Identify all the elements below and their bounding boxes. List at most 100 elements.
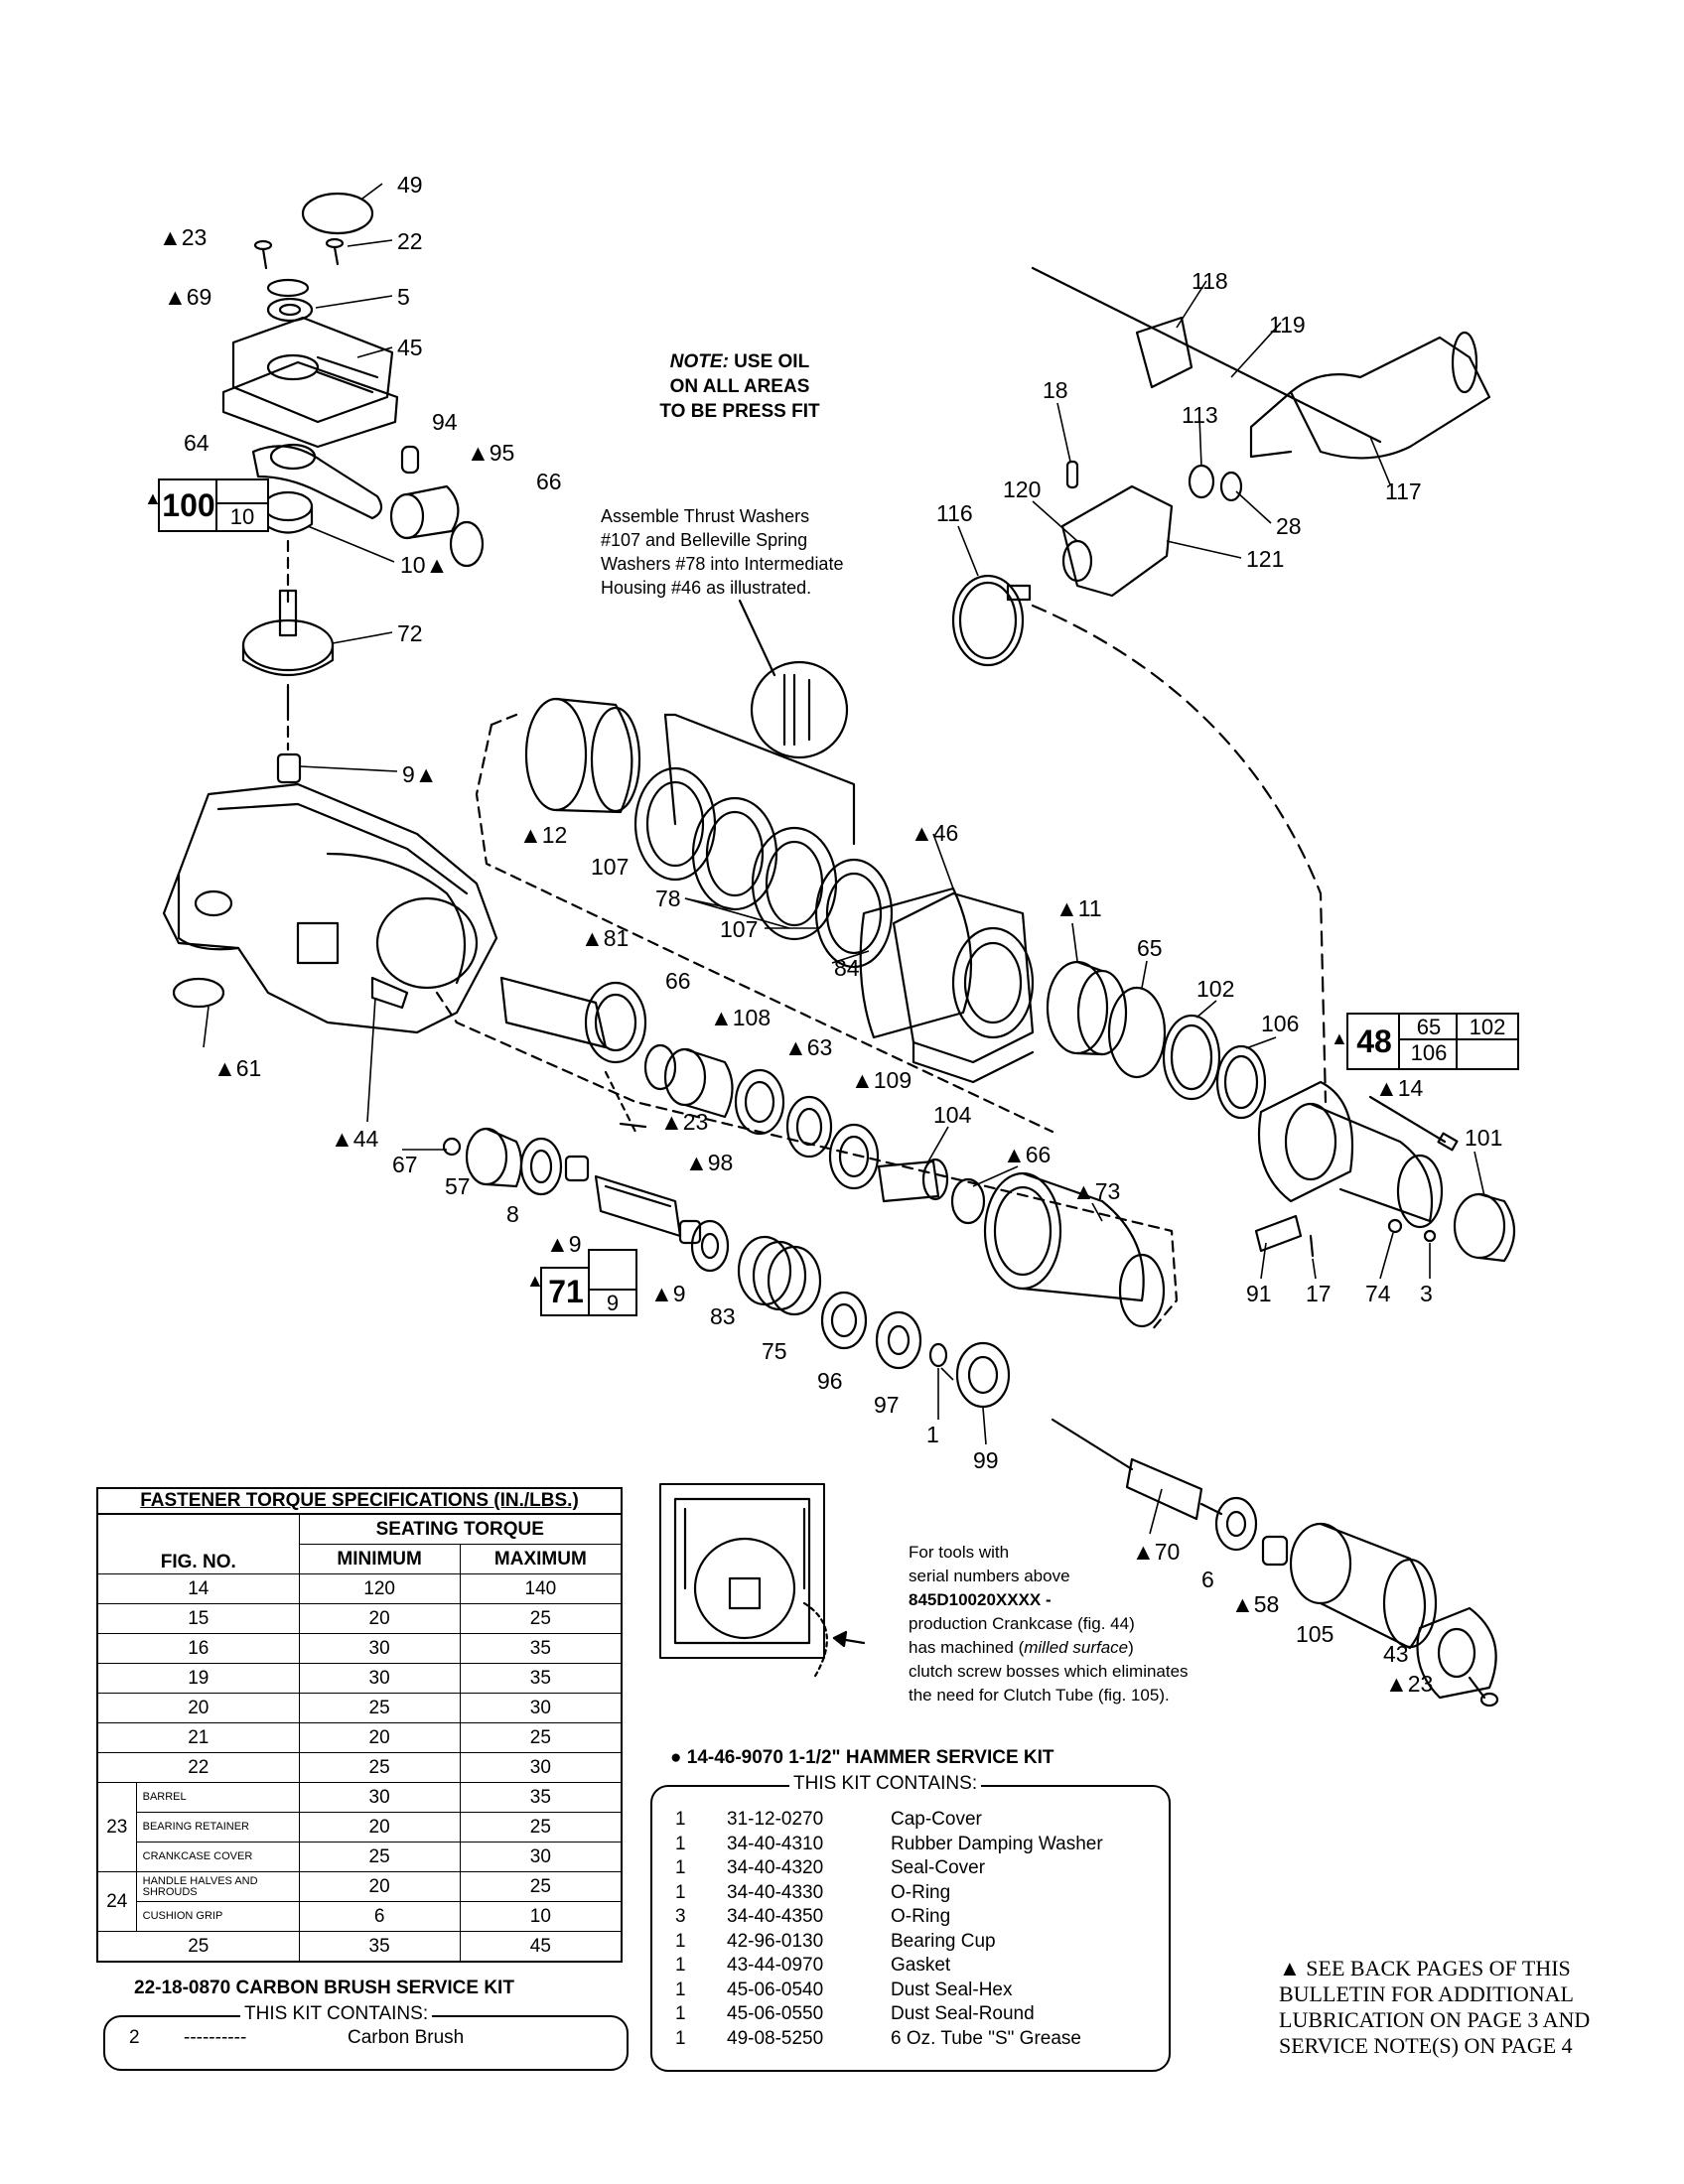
label-70: ▲70 [1132,1539,1181,1565]
part-106-seal [1215,1044,1267,1120]
assembly-71-top-cell [588,1249,637,1291]
label-63: ▲63 [784,1034,833,1060]
label-120: 120 [1003,477,1042,502]
label-74: 74 [1365,1281,1391,1306]
part-58-bearing [1261,1535,1289,1567]
connecting-rod [251,443,383,520]
label-67: 67 [392,1152,418,1177]
see-note-line4: SERVICE NOTE(S) ON PAGE 4 [1279,2033,1573,2058]
label-98: ▲98 [685,1150,734,1175]
carbon-kit-title: 22-18-0870 CARBON BRUSH SERVICE KIT [134,1978,514,1998]
crankcase-detail-view [659,1483,866,1680]
label-9b: ▲9 [546,1231,582,1257]
thrust-washer-note: Assemble Thrust Washers #107 and Bellevi… [601,504,843,600]
label-117: 117 [1385,478,1422,504]
label-14: ▲14 [1375,1075,1424,1101]
part-1-ring [928,1342,948,1368]
part-66-o-ring-b [643,1043,677,1091]
part-117-side-handle [1249,331,1491,460]
label-58: ▲58 [1231,1591,1280,1617]
part-14-screw [1368,1095,1459,1152]
part-116-band-clamp [951,574,1032,667]
label-96: 96 [817,1368,843,1394]
label-49: 49 [397,172,423,198]
label-104: 104 [933,1102,972,1128]
part-28-washer [1219,471,1243,502]
see-note-line1: ▲ SEE BACK PAGES OF THIS [1279,1956,1571,1980]
torque-table-title: FASTENER TORQUE SPECIFICATIONS (IN./LBS.… [96,1487,623,1515]
crankcase-note-line5: has machined (milled surface) [909,1638,1134,1657]
part-119-depth-rod [1031,266,1382,444]
see-back-pages-note: ▲ SEE BACK PAGES OF THIS BULLETIN FOR AD… [1279,1956,1590,2059]
label-46: ▲46 [911,820,959,846]
crankcase-note-line7: the need for Clutch Tube (fig. 105). [909,1686,1170,1705]
crankcase-note-line1: For tools with [909,1543,1010,1562]
assembly-71-sub: 9 [588,1289,637,1316]
part-99-bearing [955,1341,1011,1409]
assembly-100-sub: 10 [215,502,269,532]
label-101: 101 [1465,1125,1503,1151]
thrust-washer-detail-view [738,599,849,759]
label-9c: ▲9 [650,1281,686,1306]
label-65: 65 [1137,935,1163,961]
part-48-barrel-housing [1257,1080,1444,1229]
see-note-line2: BULLETIN FOR ADDITIONAL [1279,1981,1574,2006]
part-18-pin [1065,460,1079,489]
part-6-bearing [1214,1496,1258,1552]
crankcase-note-line6: clutch screw bosses which eliminates [909,1662,1189,1681]
part-74-spring [1387,1218,1403,1234]
fastener-torque-table: FASTENER TORQUE SPECIFICATIONS (IN./LBS.… [96,1487,623,1963]
part-118-clamp [1135,316,1193,389]
label-81: ▲81 [581,925,630,951]
label-23b: ▲23 [660,1109,709,1135]
part-3-ball [1423,1229,1437,1243]
hammer-kit-title: ● 14-46-9070 1-1/2" HAMMER SERVICE KIT [670,1747,1054,1768]
label-97: 97 [874,1392,900,1418]
part-95-piston [389,484,460,540]
part-8-bearing [519,1137,563,1196]
label-3: 3 [1420,1281,1433,1306]
label-94: 94 [432,409,458,435]
label-9a: 9▲ [402,761,438,787]
part-67-ring [442,1137,462,1157]
thrust-note-line1: Assemble Thrust Washers [601,506,810,526]
part-73-barrel-gear [983,1171,1166,1328]
label-109: ▲109 [851,1067,912,1093]
col-minimum: MINIMUM [298,1544,461,1574]
label-84: 84 [834,955,860,981]
part-109-washer [828,1123,880,1190]
part-101-dust-seal [1453,1192,1515,1263]
label-43: 43 [1383,1641,1409,1667]
crankcase-serial-note: For tools with serial numbers above 845D… [909,1541,1189,1707]
part-65-o-ring [1107,986,1167,1079]
crankcase-note-line2: serial numbers above [909,1567,1070,1585]
part-107-thrust-washer-b [814,858,894,969]
assembly-71-main: 71 [540,1267,592,1316]
part-66-o-ring [449,520,485,568]
part-72-gear-shaft [241,589,335,712]
part-12-needle-bearing [524,697,641,814]
col-fig-no: FIG. NO. [96,1513,300,1574]
crankcase-note-line4: production Crankcase (fig. 44) [909,1614,1135,1633]
part-43-retainer [1416,1606,1497,1700]
part-98-ram [663,1047,734,1119]
assembly-100-main: 100 [158,478,219,532]
label-107a: 107 [591,854,630,880]
label-107b: 107 [720,916,759,942]
part-23-screw [253,239,273,270]
label-23a: ▲23 [159,224,208,250]
thrust-note-line3: Washers #78 into Intermediate [601,554,844,574]
part-97-nut [875,1310,922,1370]
part-9-bearing [276,752,302,784]
hammer-kit-subtitle: THIS KIT CONTAINS: [789,1773,982,1795]
part-22-screw [325,237,345,266]
part-102-ring [1162,1014,1221,1101]
label-83: 83 [710,1303,736,1329]
label-6: 6 [1201,1567,1214,1592]
